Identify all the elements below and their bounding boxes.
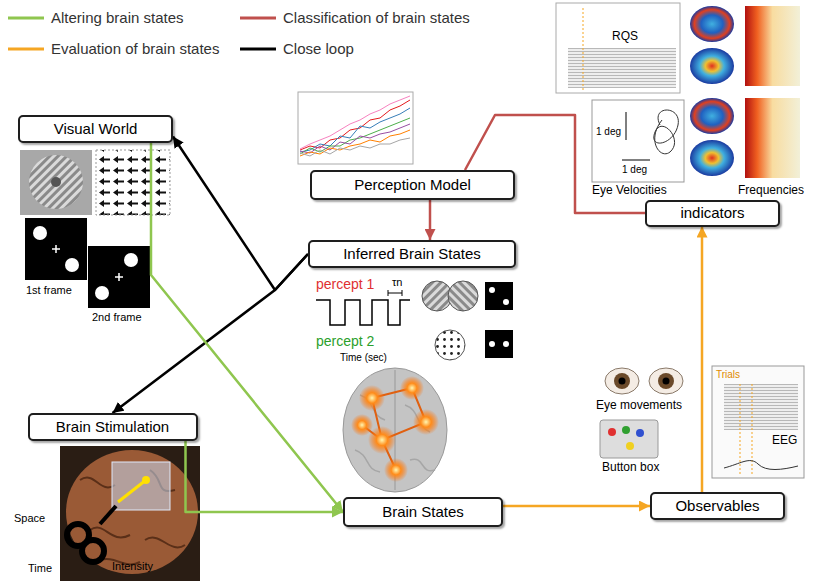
node-label: Brain Stimulation (46, 418, 179, 436)
legend-swatch (240, 17, 276, 20)
annotation-label: 1 deg (596, 126, 621, 138)
process-box: Visual World (18, 115, 173, 143)
connector-arrow (173, 137, 308, 291)
annotation-label: Time (sec) (340, 352, 387, 364)
percept-timeline (316, 281, 513, 360)
legend-swatch (240, 48, 276, 51)
process-box: Brain States (343, 497, 503, 527)
node-label: Brain States (372, 503, 474, 521)
annotation-label: Button box (602, 461, 659, 475)
legend-text: Classification of brain states (283, 9, 470, 26)
indicator-plots (556, 3, 800, 182)
process-box: indicators (645, 200, 780, 227)
legend-swatch (8, 17, 44, 20)
process-box: Inferred Brain States (308, 240, 516, 268)
process-box: Observables (650, 492, 785, 520)
connector-arrow (429, 200, 432, 240)
brain-network (343, 368, 447, 492)
legend-text: Altering brain states (51, 9, 184, 26)
annotation-label: percept 1 (316, 276, 374, 292)
node-label: Perception Model (344, 176, 481, 194)
annotation-label: Space (14, 512, 45, 525)
eye-and-button-images (600, 368, 683, 458)
visual-stimuli (20, 150, 170, 308)
connector-arrow (113, 254, 309, 413)
annotation-label: Trials (716, 369, 740, 381)
legend-text: Evaluation of brain states (51, 40, 219, 57)
annotation-label: Frequencies (738, 184, 804, 198)
annotation-label: Eye movements (596, 399, 682, 413)
process-box: Perception Model (310, 170, 515, 200)
connector-arrow (503, 505, 650, 508)
annotation-label: EEG (772, 434, 797, 448)
node-label: Visual World (44, 120, 148, 138)
annotation-label: RQS (612, 30, 638, 44)
node-label: indicators (670, 204, 754, 222)
stimulation-image (60, 446, 200, 581)
node-label: Inferred Brain States (333, 245, 491, 263)
annotation-label: percept 2 (316, 333, 374, 349)
legend-text: Close loop (283, 40, 354, 57)
annotation-label: Time (28, 562, 52, 575)
node-label: Observables (665, 497, 769, 515)
annotation-label: τn (392, 276, 402, 289)
perception-model-plot (298, 92, 413, 164)
legend-swatch (8, 48, 44, 51)
annotation-label: 2nd frame (92, 311, 142, 324)
annotation-label: 1 deg (622, 164, 647, 176)
annotation-label: Eye Velocities (592, 184, 667, 198)
connector-arrow (186, 441, 344, 512)
annotation-label: Intensity (112, 560, 153, 573)
eeg-plot (712, 366, 804, 478)
annotation-label: 1st frame (26, 284, 72, 297)
connector-arrow (701, 227, 704, 493)
process-box: Brain Stimulation (28, 413, 198, 441)
